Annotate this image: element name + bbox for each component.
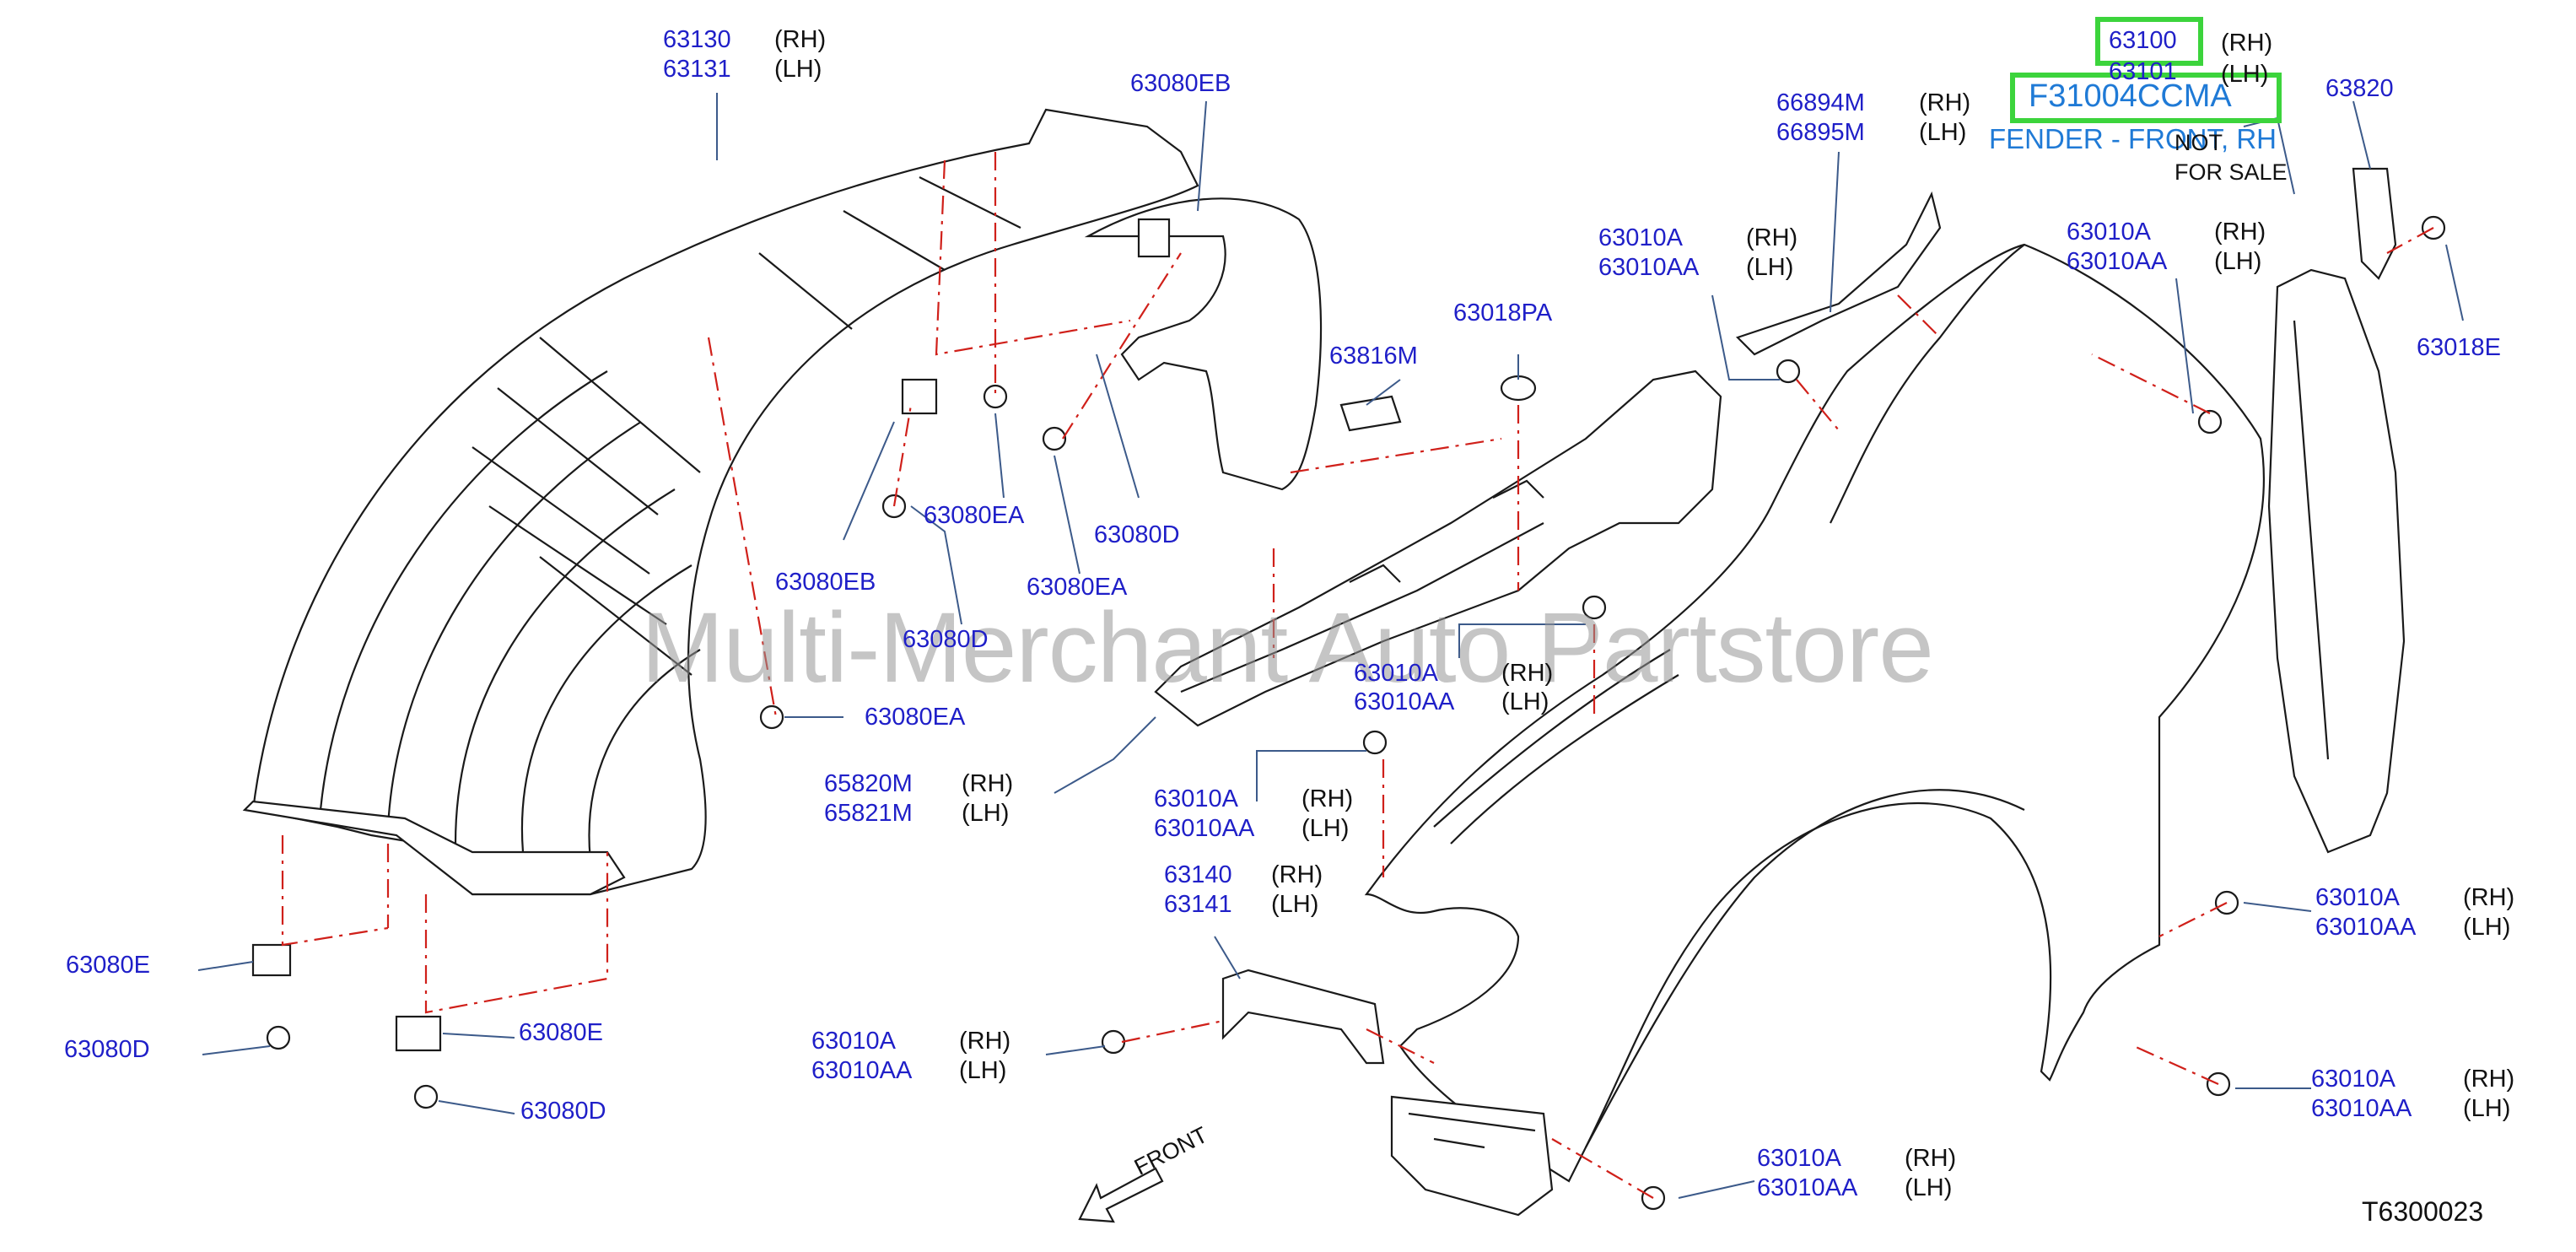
callout-66894m[interactable]: 66894M <box>1776 89 1865 116</box>
callout-63140[interactable]: 63140 <box>1164 861 1232 888</box>
callout-63010aa-upper-left[interactable]: 63010AA <box>1598 254 1700 281</box>
callout-63130-side: (RH) <box>774 26 827 53</box>
callout-63010a-bottom-left[interactable]: 63010A <box>811 1028 896 1055</box>
mounting-bracket-drawing <box>1221 969 1385 1065</box>
not-for-sale-line1: NOT <box>2175 130 2223 155</box>
callout-63816m[interactable]: 63816M <box>1329 343 1418 370</box>
callout-63010a-upper-right-side: (RH) <box>2214 219 2266 246</box>
callout-63010aa-bottom-center[interactable]: 63010AA <box>1757 1174 1858 1201</box>
callout-63010a-bottom-center[interactable]: 63010A <box>1757 1145 1841 1172</box>
callout-63010aa-center2-side: (LH) <box>1301 815 1350 842</box>
callout-63010aa-upper-right-side: (LH) <box>2214 248 2262 275</box>
callout-63010a-upper-left[interactable]: 63010A <box>1598 224 1683 251</box>
highlighted-part-rh: (RH) <box>2221 30 2273 57</box>
callout-63010a-center2-side: (RH) <box>1301 785 1354 812</box>
callout-63010aa-bottom-left[interactable]: 63010AA <box>811 1057 913 1084</box>
callout-63080eb-top[interactable]: 63080EB <box>1130 70 1231 97</box>
callout-63080ea-left[interactable]: 63080EA <box>865 704 966 731</box>
watermark-text: Multi-Merchant Auto Partstore <box>641 592 1934 704</box>
callout-63018e[interactable]: 63018E <box>2417 334 2501 361</box>
callout-63010a-center2[interactable]: 63010A <box>1154 785 1238 812</box>
fender-lh-number[interactable]: 63101 <box>2109 58 2177 85</box>
callout-63010aa-bottom-left-side: (LH) <box>959 1057 1007 1084</box>
callout-63010a-bottom-left-side: (RH) <box>959 1028 1011 1055</box>
fender-rail-drawing <box>1154 370 1722 727</box>
not-for-sale-line2: FOR SALE <box>2175 159 2288 185</box>
callout-63010aa-right-mid[interactable]: 63010AA <box>2315 914 2417 941</box>
callout-63010a-upper-right[interactable]: 63010A <box>2067 219 2151 246</box>
callout-63010a-center-side: (RH) <box>1501 660 1554 687</box>
callout-63010aa-upper-left-side: (LH) <box>1746 254 1794 281</box>
callout-63010a-right-low-side: (RH) <box>2463 1066 2515 1093</box>
callout-63080ea-lower[interactable]: 63080EA <box>1027 574 1128 601</box>
plug-drawing <box>1500 375 1537 402</box>
part-code-highlight <box>2010 73 2282 123</box>
callout-63010a-right-mid[interactable]: 63010A <box>2315 884 2400 911</box>
callout-63080d-mid[interactable]: 63080D <box>1094 521 1180 548</box>
fender-cover-drawing <box>2267 167 2406 854</box>
callout-63010a-right-mid-side: (RH) <box>2463 884 2515 911</box>
callout-63010aa-center-side: (LH) <box>1501 688 1549 715</box>
fasteners <box>251 215 2446 1211</box>
callout-63010a-bottom-center-side: (RH) <box>1905 1145 1957 1172</box>
callout-63080e-a[interactable]: 63080E <box>66 952 150 979</box>
callout-63130[interactable]: 63130 <box>663 26 731 53</box>
callout-63010a-center[interactable]: 63010A <box>1354 660 1438 687</box>
callout-66894m-side: (RH) <box>1919 89 1971 116</box>
callout-63010aa-right-low-side: (LH) <box>2463 1095 2511 1122</box>
part-number-highlight <box>2095 17 2203 66</box>
callout-63018pa[interactable]: 63018PA <box>1453 300 1553 326</box>
callout-63010aa-center2[interactable]: 63010AA <box>1154 815 1255 842</box>
highlighted-part-code[interactable]: F31004CCMA <box>2029 78 2232 114</box>
callout-66895m[interactable]: 66895M <box>1776 119 1865 146</box>
callout-63010aa-upper-right[interactable]: 63010AA <box>2067 248 2168 275</box>
fender-bracket-drawing <box>1735 191 1942 356</box>
highlighted-part-name: FENDER - FRONT, RH <box>1989 123 2277 154</box>
callout-63010aa-bottom-center-side: (LH) <box>1905 1174 1953 1201</box>
leader-lines <box>197 93 2464 1199</box>
callout-63080eb-mid[interactable]: 63080EB <box>775 569 876 596</box>
fender-liner-drawing <box>242 108 1323 896</box>
fender-lh-suffix: (LH) <box>2221 61 2269 88</box>
assembly-lines <box>281 152 2434 1199</box>
front-arrow-icon <box>1078 1167 1164 1223</box>
callout-65820m-side: (RH) <box>962 770 1014 797</box>
callout-63131[interactable]: 63131 <box>663 56 731 83</box>
callout-65821m[interactable]: 65821M <box>824 800 913 827</box>
callout-63141[interactable]: 63141 <box>1164 891 1232 918</box>
fender-drawing <box>1364 243 2265 1217</box>
diagram-code: T6300023 <box>2362 1196 2484 1227</box>
callout-63080ea-mid[interactable]: 63080EA <box>924 502 1025 529</box>
callout-65821m-side: (LH) <box>962 800 1010 827</box>
callout-63010a-upper-left-side: (RH) <box>1746 224 1798 251</box>
callout-63141-side: (LH) <box>1271 891 1319 918</box>
callout-63010aa-center[interactable]: 63010AA <box>1354 688 1455 715</box>
callout-66895m-side: (LH) <box>1919 119 1967 146</box>
callout-63820[interactable]: 63820 <box>2325 75 2394 102</box>
callout-63131-side: (LH) <box>774 56 822 83</box>
highlighted-part-number[interactable]: 63100 <box>2109 27 2177 54</box>
callout-63010aa-right-low[interactable]: 63010AA <box>2311 1095 2412 1122</box>
callout-63010aa-right-mid-side: (LH) <box>2463 914 2511 941</box>
callout-63010a-right-low[interactable]: 63010A <box>2311 1066 2395 1093</box>
callout-65820m[interactable]: 65820M <box>824 770 913 797</box>
callout-63080d-b[interactable]: 63080D <box>520 1098 606 1125</box>
callout-63080d-left[interactable]: 63080D <box>903 626 989 653</box>
callout-63140-side: (RH) <box>1271 861 1323 888</box>
callout-63080d-a[interactable]: 63080D <box>64 1036 150 1063</box>
callout-63080e-b[interactable]: 63080E <box>519 1019 603 1046</box>
